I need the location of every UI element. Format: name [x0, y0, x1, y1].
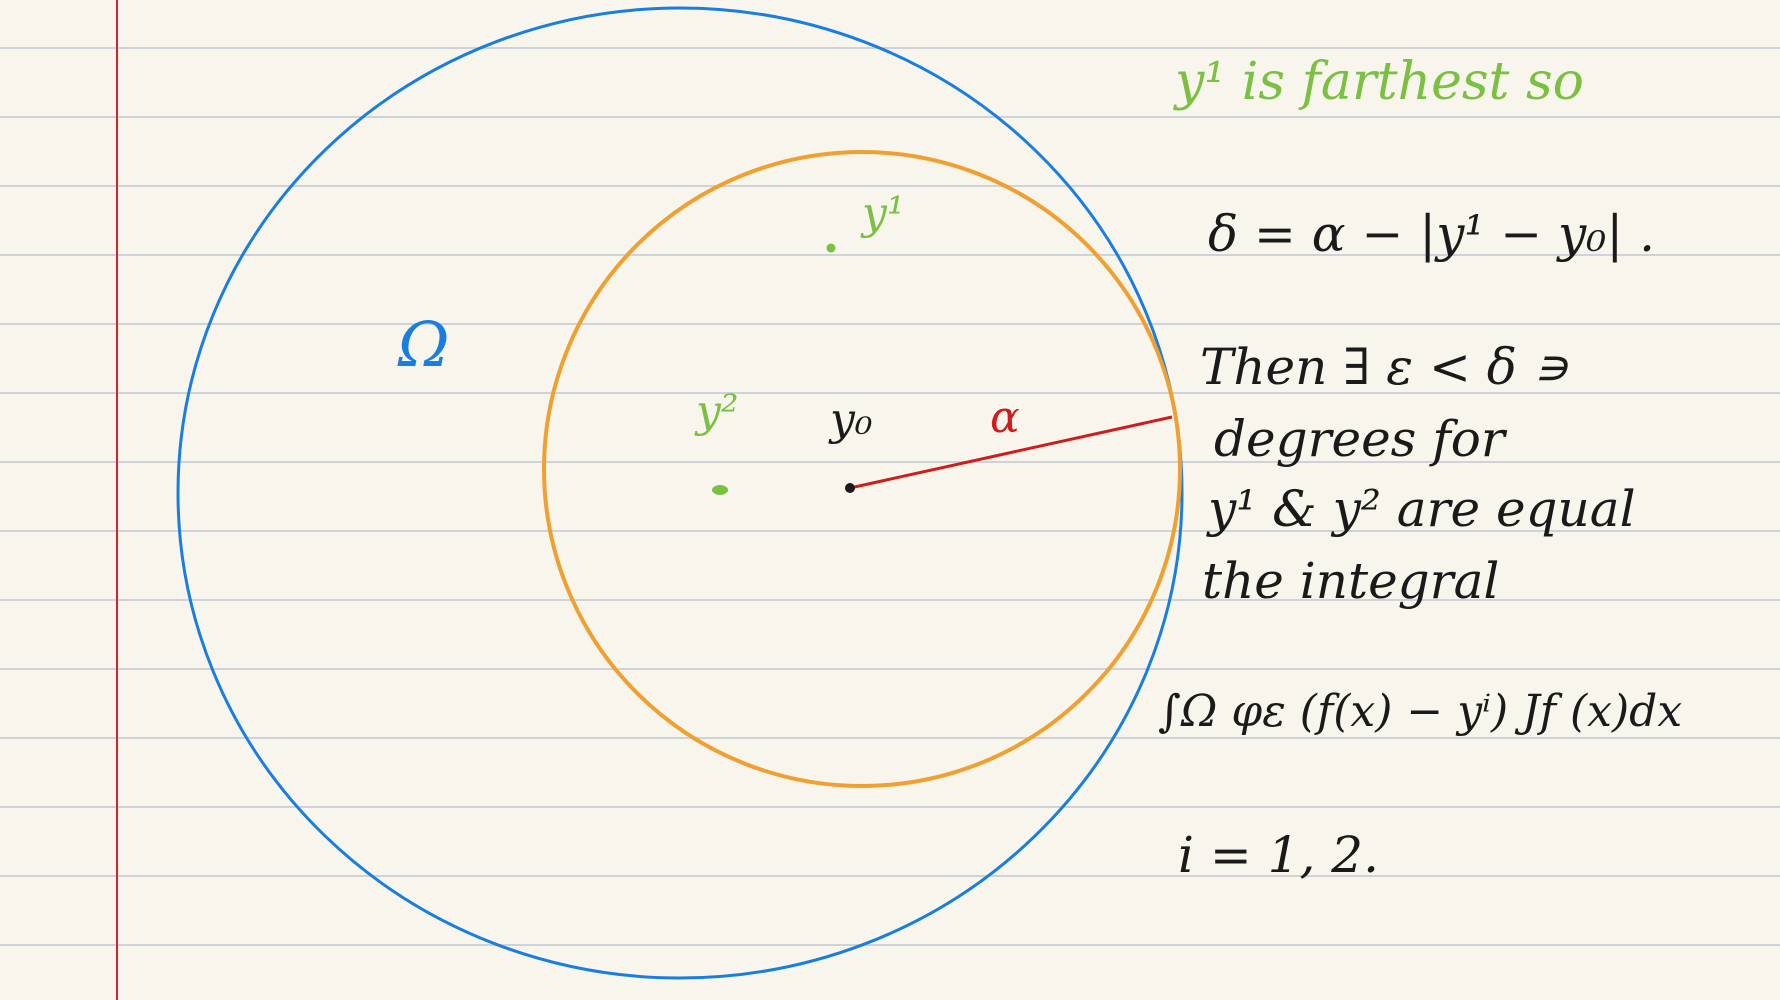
point-y0 — [845, 483, 855, 493]
y2-label: y² — [696, 386, 739, 437]
note-line-integral-formula: ∫Ω φε (f(x) − yⁱ) Jf (x)dx — [1158, 686, 1683, 737]
note-line-degrees: degrees for — [1214, 410, 1505, 468]
note-title: y¹ is farthest so — [1175, 52, 1584, 112]
y0-label: y₀ — [830, 394, 873, 445]
note-line-equal: y¹ & y² are equal — [1208, 480, 1636, 538]
point-y1 — [826, 243, 836, 253]
note-line-delta: δ = α − |y¹ − y₀| . — [1208, 205, 1655, 263]
alpha-label: α — [990, 392, 1020, 443]
radius-alpha-line — [849, 415, 1173, 490]
omega-label: Ω — [398, 308, 450, 381]
note-line-index: i = 1, 2. — [1178, 826, 1379, 884]
inner-circle-alpha — [542, 150, 1182, 788]
note-line-integral-text: the integral — [1202, 552, 1500, 610]
note-line-then: Then ∃ ε < δ ∍ — [1200, 338, 1569, 396]
y1-label: y¹ — [862, 188, 905, 239]
point-y2 — [712, 485, 728, 495]
outer-circle-omega — [176, 6, 1184, 980]
